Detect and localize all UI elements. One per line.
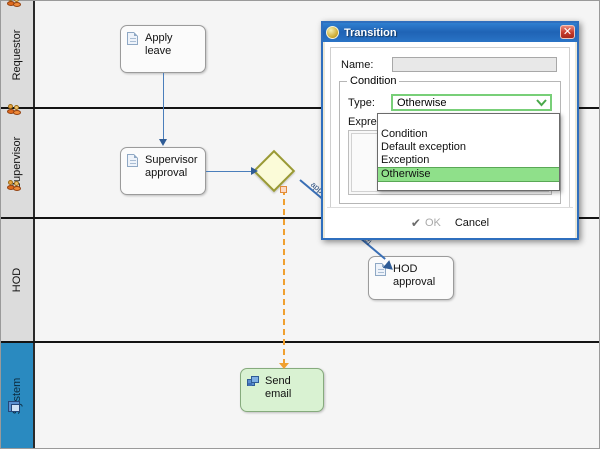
type-combobox[interactable]: Otherwise <box>391 94 552 111</box>
cancel-button[interactable]: Cancel <box>454 217 490 229</box>
lane-label: HOD <box>11 267 23 293</box>
dialog-titlebar[interactable]: Transition ✕ <box>323 23 577 42</box>
dropdown-option[interactable]: Exception <box>381 154 430 166</box>
task-apply-leave[interactable]: Apply leave <box>120 25 206 73</box>
message-flow <box>283 189 285 365</box>
lane-divider <box>1 107 599 109</box>
dialog-title: Transition <box>344 26 397 39</box>
chevron-down-icon[interactable] <box>533 96 549 109</box>
flow-arrowhead <box>251 167 258 175</box>
flow-apply-to-supervisor <box>163 73 164 140</box>
people-icon <box>7 103 23 116</box>
lane-divider <box>1 341 599 343</box>
name-row: Name: <box>341 57 559 73</box>
close-icon[interactable]: ✕ <box>560 25 575 39</box>
check-icon: ✔ <box>410 216 421 230</box>
transition-icon <box>326 26 339 39</box>
document-icon <box>375 263 386 276</box>
dropdown-option[interactable] <box>378 114 559 128</box>
type-combobox-value: Otherwise <box>397 97 447 109</box>
node-label: Supervisor approval <box>145 154 198 179</box>
lane-header-supervisor[interactable]: Supervisor <box>1 104 35 217</box>
lane-label: Requestor <box>11 29 23 80</box>
lane-hod[interactable]: HOD <box>1 180 599 341</box>
lane-header-hod[interactable]: HOD <box>1 180 35 341</box>
ok-button-label: OK <box>424 217 441 229</box>
system-icon <box>8 401 23 414</box>
dropdown-option[interactable]: Condition <box>381 128 428 140</box>
ok-button[interactable]: ✔ OK <box>411 216 441 230</box>
node-label: Send email <box>265 375 292 400</box>
lane-header-system[interactable]: System <box>1 343 35 448</box>
people-icon <box>7 0 23 8</box>
condition-group-title: Condition <box>347 75 400 87</box>
document-icon <box>127 154 138 167</box>
type-dropdown-list[interactable]: Condition Default exception Exception Ot… <box>377 113 560 191</box>
message-flow-arrowhead <box>279 363 289 369</box>
dropdown-option-selected[interactable]: Otherwise <box>378 167 559 182</box>
task-hod-approval[interactable]: HOD approval <box>368 256 454 300</box>
type-label: Type: <box>348 97 375 109</box>
name-label: Name: <box>341 59 374 71</box>
flow-supervisor-to-gateway <box>206 171 252 172</box>
task-send-email[interactable]: Send email <box>240 368 324 412</box>
node-label: Apply leave <box>145 32 173 57</box>
task-supervisor-approval[interactable]: Supervisor approval <box>120 147 206 195</box>
people-icon <box>7 179 23 192</box>
lane-header-requestor[interactable]: Requestor <box>1 0 35 108</box>
mail-icon <box>247 376 260 387</box>
node-label: HOD approval <box>393 263 436 288</box>
dialog-button-bar: ✔ OK Cancel <box>327 207 573 238</box>
type-row: Type: Otherwise <box>348 94 552 111</box>
flow-arrowhead <box>159 139 167 146</box>
name-input[interactable] <box>392 57 557 72</box>
message-flow-source <box>280 186 287 193</box>
document-icon <box>127 32 138 45</box>
lane-divider <box>1 217 599 219</box>
dropdown-option[interactable]: Default exception <box>381 141 466 153</box>
